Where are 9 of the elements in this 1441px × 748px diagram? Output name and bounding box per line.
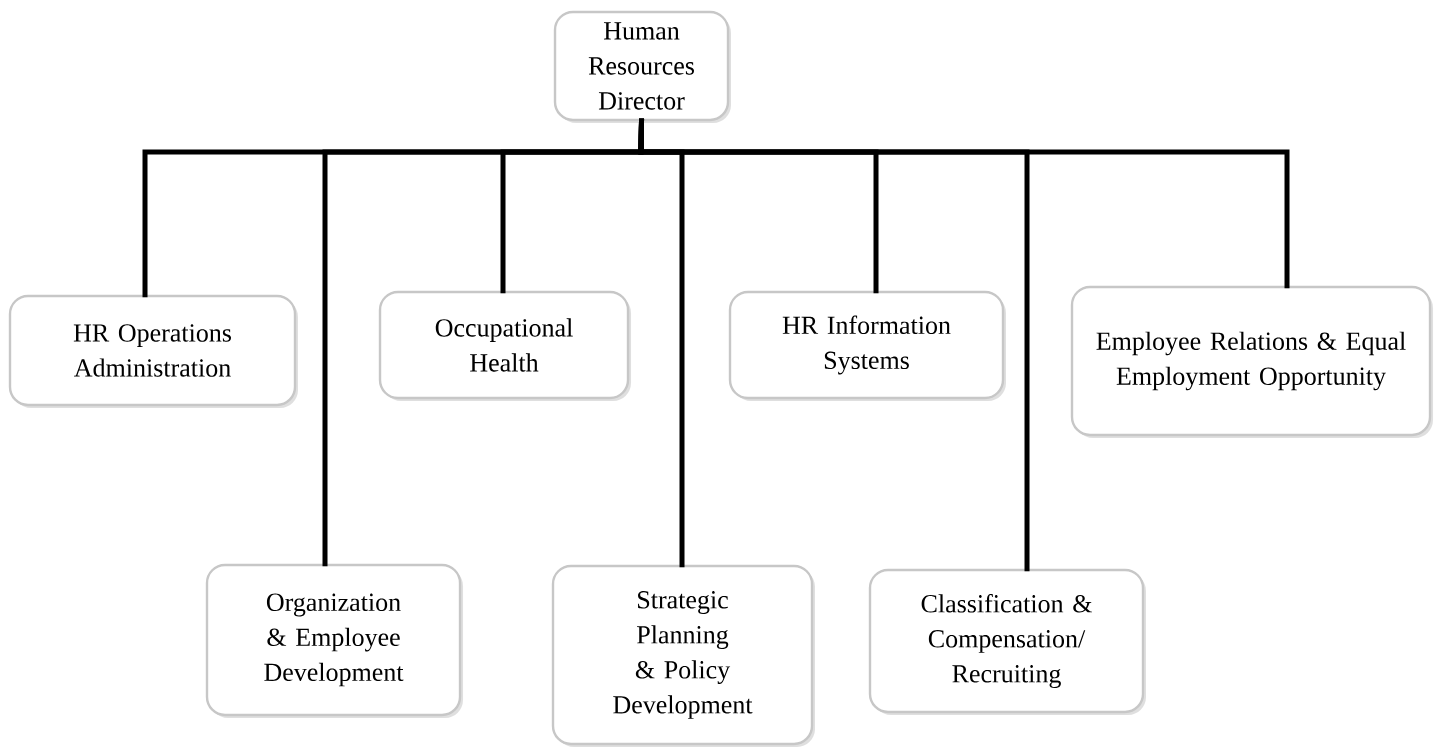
org-box: HR Operations Administration (8, 294, 298, 408)
org-box: Strategic Planning & Policy Development (551, 564, 815, 747)
org-box: Employee Relations & Equal Employment Opportunity (1070, 285, 1433, 438)
org-box: Classification & Compensation/ Recruiting (868, 568, 1146, 715)
org-box: Organization & Employee Development (205, 563, 463, 718)
org-box: Occupational Health (378, 290, 631, 401)
org-box: HR Information Systems (728, 290, 1006, 401)
org-box: Human Resources Director (553, 10, 731, 123)
connector-line (638, 118, 1290, 289)
